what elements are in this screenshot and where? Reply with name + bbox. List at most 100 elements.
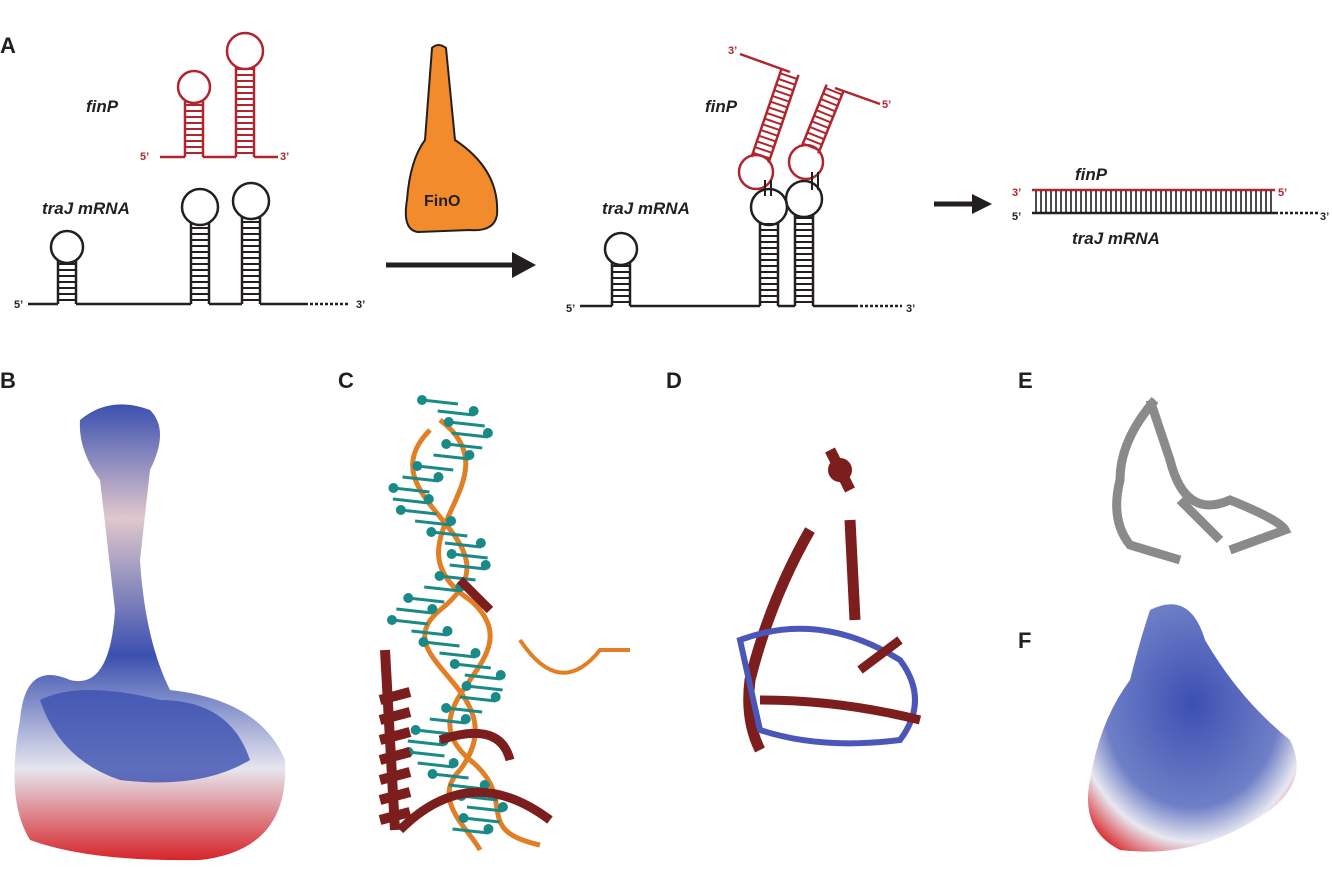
nucleotide-base — [446, 442, 483, 450]
fino-electrostatic-surface — [14, 404, 286, 861]
nucleotide-base — [490, 692, 501, 702]
trajmrna-label-left: traJ mRNA — [42, 199, 130, 218]
base-pair — [804, 137, 823, 146]
hairpin-loop — [737, 153, 775, 191]
base-pair — [807, 131, 825, 141]
nucleotide-base — [411, 629, 448, 637]
base-pair — [754, 146, 773, 154]
nucleotide-base — [464, 450, 475, 460]
nucleotide-base — [470, 648, 481, 658]
nucleotide-base — [446, 549, 457, 559]
nucleotide-base — [418, 637, 429, 647]
fino-cartoon-grey — [1112, 397, 1292, 565]
nucleotide-base — [395, 505, 406, 515]
nucleotide-base — [442, 626, 453, 636]
nucleotide-base — [466, 684, 503, 692]
nucleotide-base — [460, 714, 471, 724]
base-pair — [811, 120, 829, 129]
nucleotide-base — [417, 761, 454, 769]
nucleotide-base — [427, 604, 438, 614]
nucleotide-base — [483, 824, 494, 834]
base-pair — [773, 89, 792, 97]
nucleotide-base — [445, 706, 483, 714]
nucleotide-base — [427, 769, 438, 779]
mrna-3-prime-left: 3’ — [356, 299, 365, 311]
base-pair — [772, 94, 790, 103]
mrna-5-prime-mid: 5’ — [566, 303, 575, 315]
base-pair — [775, 83, 794, 92]
nucleotide-base — [433, 453, 470, 461]
finp-label-mid: finP — [705, 97, 738, 116]
base-pair — [764, 117, 782, 126]
positive-patch — [40, 690, 250, 783]
panel-label-c: C — [338, 368, 354, 393]
hairpin-loop — [49, 229, 85, 265]
nucleotide-base — [466, 805, 504, 813]
nucleotide-base — [417, 464, 454, 472]
fino-electrostatic-surface-f — [1088, 604, 1297, 852]
finp-label-right: finP — [1075, 165, 1108, 184]
duplex-3-prime-mrna: 3’ — [1320, 211, 1329, 223]
duplex-5-prime-mrna: 5’ — [1012, 211, 1021, 223]
base-pair — [760, 129, 779, 137]
hairpin-loop — [180, 187, 220, 227]
nucleotide-base — [388, 483, 399, 493]
nucleotide-base — [408, 596, 445, 604]
nucleotide-base — [464, 673, 501, 681]
nucleotide-base — [451, 431, 489, 439]
duplex-3-prime: 3’ — [1012, 187, 1021, 199]
mrna-3-prime-mid: 3’ — [906, 303, 915, 315]
hairpin-loop — [787, 143, 825, 181]
nucleotide-base — [441, 703, 452, 713]
nucleotide-base — [410, 725, 421, 735]
finp-label-left: finP — [86, 97, 119, 116]
nucleotide-base — [417, 395, 427, 405]
nucleotide-base — [449, 563, 486, 571]
panel-label-a: A — [0, 33, 16, 58]
finp-5-prime-left: 5’ — [140, 151, 149, 163]
nucleotide-base — [426, 527, 437, 537]
base-pair — [779, 72, 798, 80]
arrow-right-icon — [386, 252, 536, 278]
nucleotide-base — [403, 593, 414, 603]
trajmrna-label-mid: traJ mRNA — [602, 199, 690, 218]
base-pair — [809, 125, 827, 135]
fino-overlay-structure — [736, 447, 922, 753]
nucleotide-base — [439, 651, 476, 659]
base-pair — [766, 111, 784, 120]
nucleotide-base — [412, 461, 423, 471]
hairpin-loop — [749, 187, 789, 227]
hairpin-loop — [225, 31, 265, 71]
nucleotide-base — [449, 659, 460, 669]
base-pair — [758, 134, 777, 143]
arrow-right-icon — [934, 194, 992, 214]
nucleotide-base — [432, 772, 469, 780]
nucleotide-base — [429, 717, 466, 725]
nucleotide-base — [437, 409, 474, 417]
nucleotide-base — [461, 681, 472, 691]
nucleotide-base — [424, 585, 461, 593]
base-pair — [824, 86, 843, 96]
nucleotide-base — [459, 695, 496, 703]
nucleotide-base — [408, 750, 445, 758]
hairpin-loop — [603, 231, 639, 267]
nucleotide-base — [423, 640, 460, 648]
fino-protein-shape — [404, 44, 499, 234]
base-pair — [822, 92, 841, 102]
nucleotide-base — [497, 802, 508, 812]
nucleotide-base — [454, 662, 491, 670]
nucleotide-base — [415, 728, 452, 736]
nucleotide-base — [443, 417, 454, 427]
nucleotide-base — [431, 530, 468, 538]
nucleotide-base — [387, 615, 398, 625]
base-pair — [820, 98, 838, 107]
nucleotide-base — [482, 428, 493, 438]
nucleotide-base — [421, 398, 459, 406]
nucleotide-base — [480, 560, 491, 570]
hairpin-loop — [784, 179, 824, 219]
base-pair — [762, 123, 781, 132]
nucleotide-base — [393, 486, 430, 494]
nucleotide-base — [396, 607, 433, 615]
nucleotide-base — [448, 420, 485, 428]
